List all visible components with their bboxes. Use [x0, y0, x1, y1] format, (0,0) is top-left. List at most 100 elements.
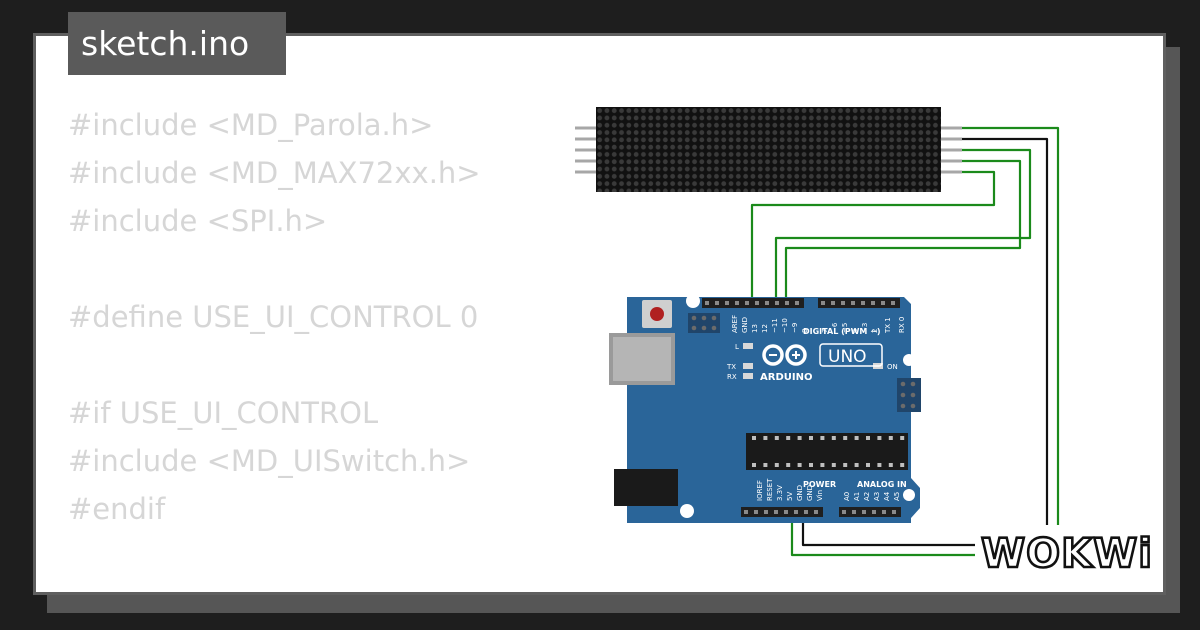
file-tab[interactable]: sketch.ino: [68, 12, 286, 75]
header-pin: [871, 301, 875, 305]
header-pin: [744, 510, 748, 514]
digital-pin-label: TX 1: [884, 317, 892, 334]
header-pin: [872, 510, 876, 514]
header-pin: [804, 510, 808, 514]
digital-pin-label: ~11: [771, 318, 779, 333]
header-pin: [861, 301, 865, 305]
led-label-rx: RX: [727, 373, 737, 381]
header-pin: [852, 510, 856, 514]
power-pin-label: 5V: [786, 492, 794, 501]
analog-pin-label: A0: [843, 492, 851, 501]
header-block: [702, 298, 804, 308]
code-line: #define USE_UI_CONTROL 0: [68, 300, 479, 334]
digital-pin-label: GND: [741, 317, 749, 333]
chip-pin: [820, 463, 825, 467]
chip-pin: [820, 436, 825, 440]
code-line: #include <MD_Parola.h>: [68, 108, 434, 142]
header-pin: [784, 510, 788, 514]
power-label: POWER: [803, 480, 836, 489]
header-pin: [705, 301, 709, 305]
power-header: [741, 507, 901, 517]
arduino-brand: ARDUINO: [760, 372, 812, 383]
header-pin: [725, 301, 729, 305]
led-matrix-module[interactable]: [575, 107, 962, 192]
header-block: [818, 298, 900, 308]
header-block: [839, 507, 901, 517]
chip-pin: [809, 436, 813, 440]
code-editor[interactable]: #include <MD_Parola.h> #include <MD_MAX7…: [68, 101, 481, 533]
chip-pin: [843, 463, 848, 467]
chip-pin: [786, 463, 791, 467]
chip-pin: [774, 463, 779, 467]
header-block: [741, 507, 823, 517]
header-pin: [862, 510, 866, 514]
mount-hole: [903, 489, 915, 501]
header-pin: [764, 510, 768, 514]
chip-pin: [900, 436, 905, 440]
analog-pin-label: A3: [873, 492, 881, 501]
power-pin-label: GND: [806, 485, 814, 501]
header-pin: [774, 510, 778, 514]
chip-pin: [877, 463, 882, 467]
header-pin: [882, 510, 886, 514]
chip-pin: [797, 436, 802, 440]
uno-badge: [819, 343, 883, 367]
header-pin: [814, 510, 818, 514]
digital-pin-label: ~5: [841, 323, 849, 333]
wokwi-logo-icon: WOKWi: [980, 530, 1154, 579]
header-pin: [754, 510, 758, 514]
header-pin: [745, 301, 749, 305]
chip-pin: [888, 436, 893, 440]
chip-pin: [831, 463, 836, 467]
matrix-output-pins: [941, 126, 962, 174]
wokwi-logo-text: WOKWi: [981, 531, 1150, 575]
chip-pin: [786, 436, 791, 440]
header-pin: [794, 510, 798, 514]
chip-pin: [877, 436, 882, 440]
header-pin: [841, 301, 845, 305]
analog-pin-label: A5: [893, 492, 901, 501]
header-pin: [735, 301, 739, 305]
led-label-l: L: [735, 343, 739, 351]
chip-pin: [763, 436, 768, 440]
header-pin: [785, 301, 789, 305]
chip-pin: [774, 436, 779, 440]
chip-pin: [888, 463, 893, 467]
wokwi-logo: WOKWi: [975, 525, 1154, 579]
matrix-input-pins: [575, 126, 596, 174]
digital-label: DIGITAL (PWM ~): [803, 327, 881, 336]
power-pin-label: RESET: [766, 478, 774, 501]
wire-clk: [750, 170, 996, 304]
header-pin: [851, 301, 855, 305]
power-pin-label: 3.3V: [776, 485, 784, 501]
atmega-chip: [746, 433, 908, 470]
code-line: #include <SPI.h>: [68, 204, 328, 238]
digital-pin-label: ~10: [781, 318, 789, 333]
analog-pin-label: A2: [863, 492, 871, 501]
digital-pin-label: RX 0: [898, 317, 906, 333]
digital-pin-label: 4: [851, 328, 859, 333]
analog-pin-label: A1: [853, 492, 861, 501]
code-line: #if USE_UI_CONTROL: [68, 396, 379, 430]
header-pin: [775, 301, 779, 305]
icsp-header-2: [897, 378, 921, 412]
digital-pin-label: ~9: [791, 323, 799, 333]
header-pin: [831, 301, 835, 305]
chip-pin: [752, 463, 756, 467]
header-pin: [891, 301, 895, 305]
chip-pin: [866, 463, 870, 467]
code-line: #include <MD_UISwitch.h>: [68, 444, 471, 478]
chip-pin: [809, 463, 813, 467]
analog-pin-label: A4: [883, 491, 891, 501]
digital-pin-label: 13: [751, 324, 759, 333]
chip-pin: [854, 436, 859, 440]
led-label-tx: TX: [726, 363, 736, 371]
analog-label: ANALOG IN: [857, 480, 907, 489]
chip-pin: [797, 463, 802, 467]
icsp-header: [688, 313, 720, 333]
chip-pin: [854, 463, 859, 467]
power-pin-label: IOREF: [756, 480, 764, 501]
